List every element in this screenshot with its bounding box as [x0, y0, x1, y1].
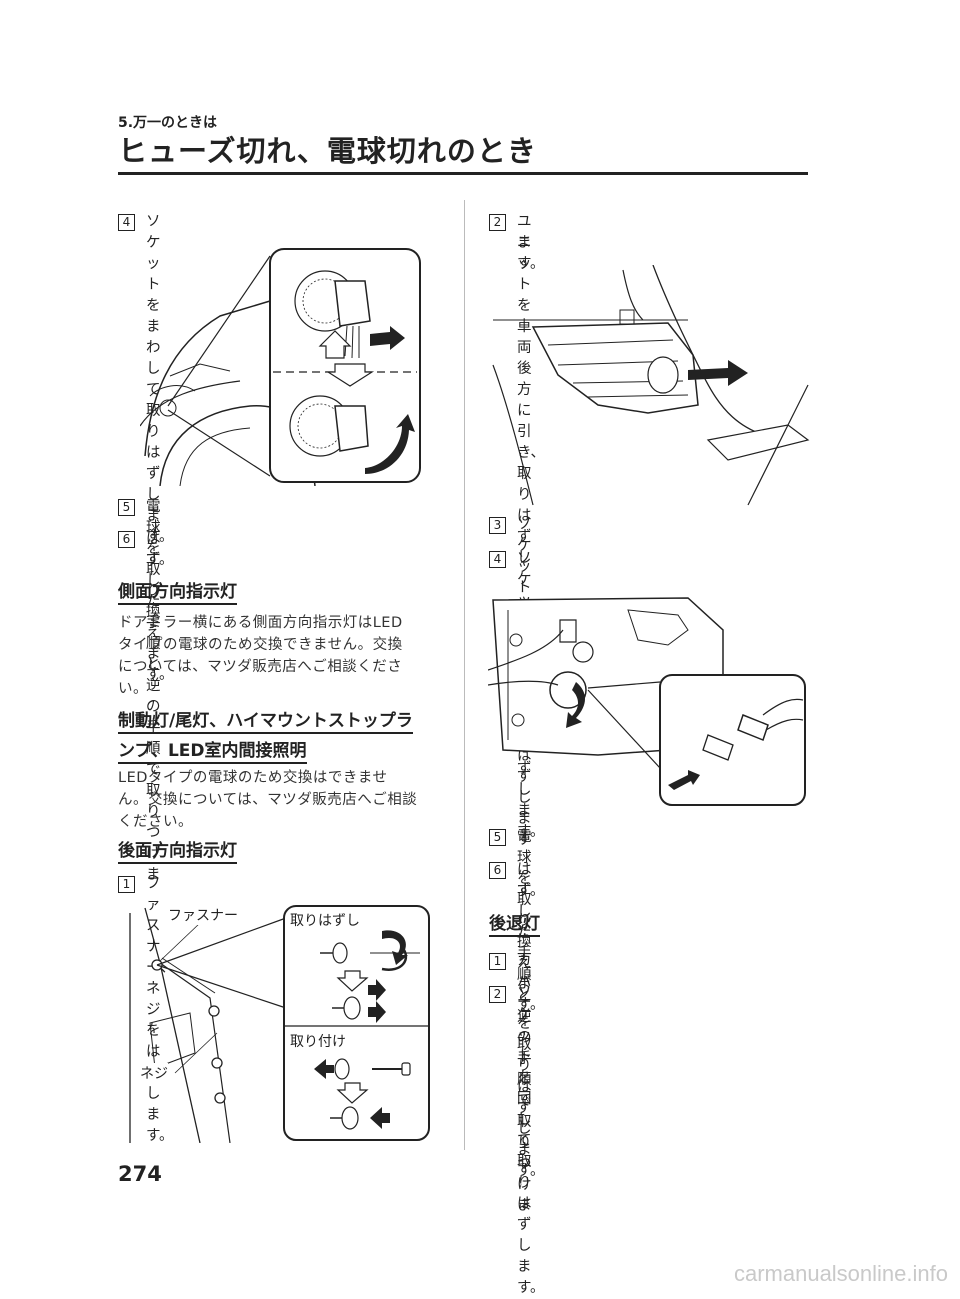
step-text: ファスナー、ネジをはずします。 — [146, 876, 175, 1144]
step-number-badge: 4 — [118, 214, 135, 231]
step-number-badge: 4 — [489, 551, 506, 568]
watermark: carmanualsonline.info — [733, 1261, 948, 1286]
heading-reverse-light: 後退灯 — [489, 913, 540, 937]
step-text: ソケットを回して取りはずします。 — [517, 986, 545, 1296]
step-number-badge: 2 — [489, 986, 506, 1003]
step-text: 電球を取り換えます。 — [146, 499, 174, 683]
page-number: 274 — [118, 1162, 162, 1186]
step-number-badge: 5 — [489, 829, 506, 846]
step-number-badge: 2 — [489, 214, 506, 231]
paragraph-brake-light: LEDタイプの電球のため交換はできませ ん。交換については、マツダ販売店へご相談… — [118, 770, 418, 830]
screw-label: ネジ — [140, 1063, 168, 1083]
heading-rear-turn: 後面方向指示灯 — [118, 840, 237, 864]
heading-side-turn: 側面方向指示灯 — [118, 581, 237, 605]
step-text: ソケットをまわして取りはずします。 — [146, 214, 174, 545]
step-number-badge: 1 — [489, 953, 506, 970]
install-label: 取り付け — [290, 1034, 346, 1050]
section-label: 5.万一のときは — [118, 115, 218, 131]
column-divider — [464, 200, 465, 1150]
step-text-line2: ます。 — [517, 235, 545, 272]
rear-lamp-removal-illustration — [488, 265, 813, 510]
paragraph-side-turn: ドアミラー横にある側面方向指示灯はLED タイプの電球のため交換できません。交換… — [118, 615, 403, 697]
step-number-badge: 5 — [118, 499, 135, 516]
title-divider — [118, 172, 808, 175]
step-number-badge: 6 — [489, 862, 506, 879]
step-number-badge: 1 — [118, 876, 135, 893]
step-number-badge: 3 — [489, 517, 506, 534]
step-text-line2: す。 — [146, 552, 174, 568]
heading-brake-light: 制動灯/尾灯、ハイマウントストップラ ンプ、LED室内間接照明 — [118, 710, 413, 764]
step-text-line1: ユニットを車両後方に引き、取りはずし — [517, 214, 545, 566]
fastener-label: ファスナー — [168, 905, 238, 925]
headlight-socket-illustration — [140, 246, 425, 486]
step-text-line2: す。 — [517, 883, 545, 899]
remove-label: 取りはずし — [290, 913, 360, 929]
step-text: カバーを取りはずします。 — [517, 953, 545, 1179]
step-text-line1: はずした手順と逆の手順で取りつけま — [517, 862, 532, 1214]
fastener-screw-illustration: ファスナー ネジ 取りはずし 取り付け — [120, 903, 435, 1143]
socket-bulb-illustration — [488, 590, 808, 810]
step-text: 電球を取り換えます。 — [517, 829, 545, 1013]
step-text-line1: はずした手順と逆の手順で取りつけま — [146, 531, 161, 883]
step-number-badge: 6 — [118, 531, 135, 548]
page-title: ヒューズ切れ、電球切れのとき — [118, 134, 537, 168]
